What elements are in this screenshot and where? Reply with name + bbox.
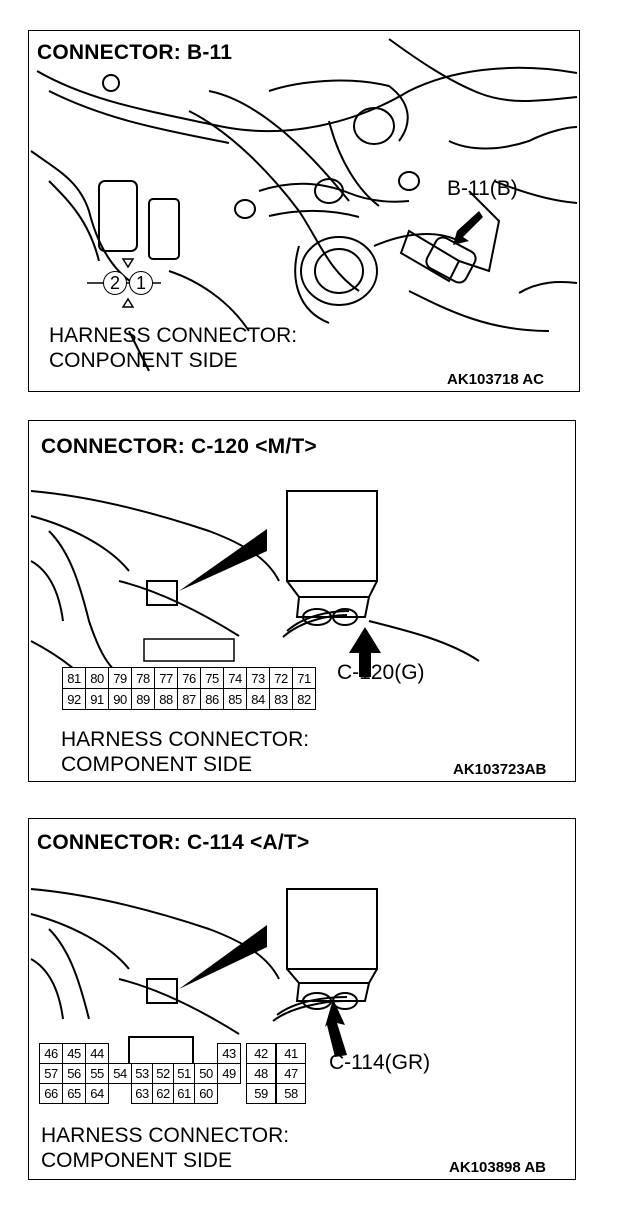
pin-66: 66 <box>39 1083 63 1104</box>
pin-63: 63 <box>131 1083 153 1104</box>
pin-80: 80 <box>85 667 109 689</box>
pin-layout: 81 80 79 78 77 76 75 74 73 72 71 92 91 9… <box>62 667 316 715</box>
pin-43: 43 <box>217 1043 241 1064</box>
pin-86: 86 <box>200 688 224 710</box>
pin-44: 44 <box>85 1043 109 1064</box>
figure-code: AK103898 AB <box>449 1159 546 1176</box>
pin-65: 65 <box>62 1083 86 1104</box>
pin-89: 89 <box>131 688 155 710</box>
figure-code: AK103723AB <box>453 761 547 778</box>
caption-line-2: COMPONENT SIDE <box>41 1149 232 1172</box>
pin-59: 59 <box>246 1083 276 1104</box>
pin-71: 71 <box>292 667 316 689</box>
pin-90: 90 <box>108 688 132 710</box>
pin-79: 79 <box>108 667 132 689</box>
pin-49: 49 <box>217 1063 241 1084</box>
caption-line-1: HARNESS CONNECTOR: <box>41 1124 290 1147</box>
pin-83: 83 <box>269 688 293 710</box>
connector-callout-label: C-114(GR) <box>329 1051 431 1074</box>
pin-45: 45 <box>62 1043 86 1064</box>
pin-1: 1 <box>129 271 153 295</box>
pin-57: 57 <box>39 1063 63 1084</box>
pin-78: 78 <box>131 667 155 689</box>
dashboard-ecu-drawing <box>30 490 480 697</box>
pin-91: 91 <box>85 688 109 710</box>
pin-81: 81 <box>62 667 86 689</box>
pin-62: 62 <box>152 1083 174 1104</box>
pin-75: 75 <box>200 667 224 689</box>
pin-54: 54 <box>108 1063 132 1084</box>
pin-82: 82 <box>292 688 316 710</box>
pin-92: 92 <box>62 688 86 710</box>
caption-line-2: COMPONENT SIDE <box>61 753 252 776</box>
pin-56: 56 <box>62 1063 86 1084</box>
caption-line-1: HARNESS CONNECTOR: <box>49 324 298 347</box>
pin-61: 61 <box>173 1083 195 1104</box>
pin-41: 41 <box>276 1043 306 1064</box>
pin-46: 46 <box>39 1043 63 1064</box>
caption-line-1: HARNESS CONNECTOR: <box>61 728 310 751</box>
pin-72: 72 <box>269 667 293 689</box>
figure-code: AK103718 AC <box>447 371 544 388</box>
pin-53: 53 <box>131 1063 153 1084</box>
pin-74: 74 <box>223 667 247 689</box>
pin-88: 88 <box>154 688 178 710</box>
caption-line-2: CONPONENT SIDE <box>49 349 238 372</box>
pin-58: 58 <box>276 1083 306 1104</box>
connector-callout-label: B-11(B) <box>447 177 518 200</box>
pin-layout: 46 45 44 43 42 41 57 56 55 54 53 52 51 5… <box>39 1043 311 1107</box>
pin-51: 51 <box>173 1063 195 1084</box>
pin-73: 73 <box>246 667 270 689</box>
pin-42: 42 <box>246 1043 276 1064</box>
dashboard-ecu-drawing <box>30 888 378 1068</box>
connector-b11-panel: CONNECTOR: B-11 B-11(B) 2 1 HARNESS CONN… <box>28 30 580 392</box>
pin-55: 55 <box>85 1063 109 1084</box>
connector-c114-panel: CONNECTOR: C-114 <A/T> C-114(GR) 46 45 4… <box>28 818 576 1180</box>
pin-48: 48 <box>246 1063 276 1084</box>
pin-60: 60 <box>194 1083 218 1104</box>
connector-c120-panel: CONNECTOR: C-120 <M/T> C-120(G) 81 80 79… <box>28 420 576 782</box>
pin-50: 50 <box>194 1063 218 1084</box>
pin-84: 84 <box>246 688 270 710</box>
pin-77: 77 <box>154 667 178 689</box>
panel-title: CONNECTOR: C-114 <A/T> <box>37 831 310 854</box>
panel-title: CONNECTOR: B-11 <box>37 41 233 64</box>
pin-52: 52 <box>152 1063 174 1084</box>
pin-76: 76 <box>177 667 201 689</box>
pin-64: 64 <box>85 1083 109 1104</box>
pin-2: 2 <box>103 271 127 295</box>
pin-87: 87 <box>177 688 201 710</box>
pin-85: 85 <box>223 688 247 710</box>
connector-callout-label: C-120(G) <box>337 661 425 684</box>
panel-title: CONNECTOR: C-120 <M/T> <box>41 435 317 458</box>
pin-47: 47 <box>276 1063 306 1084</box>
